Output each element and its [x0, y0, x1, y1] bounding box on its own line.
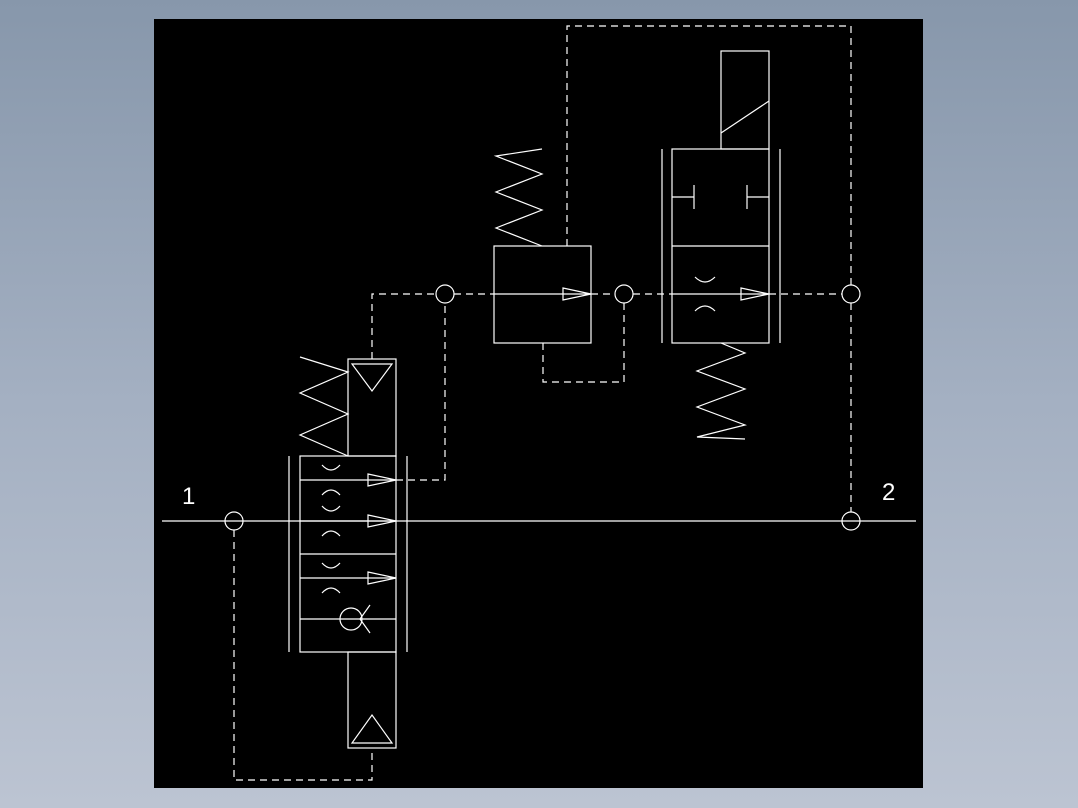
junction-pilot-upper-left[interactable] [435, 284, 455, 304]
solenoid-valve[interactable] [661, 148, 781, 344]
port-label-2: 2 [882, 479, 896, 506]
main-valve-pilot-top [347, 358, 397, 457]
solenoid-coil [720, 50, 770, 150]
pilot-relief-valve[interactable] [493, 245, 592, 344]
junction-pilot-right[interactable] [841, 284, 861, 304]
solenoid-valve-spring [695, 342, 748, 440]
main-valve[interactable] [288, 455, 408, 653]
pilot-relief-spring [493, 148, 544, 247]
pilot-lines [233, 25, 852, 781]
port-label-1: 1 [182, 483, 196, 510]
main-valve-spring [298, 356, 350, 457]
hydraulic-schematic [162, 25, 916, 781]
main-valve-pilot-bottom [347, 651, 397, 749]
cad-viewport[interactable]: 1 2 [154, 19, 923, 788]
junction-pilot-middle[interactable] [614, 284, 634, 304]
